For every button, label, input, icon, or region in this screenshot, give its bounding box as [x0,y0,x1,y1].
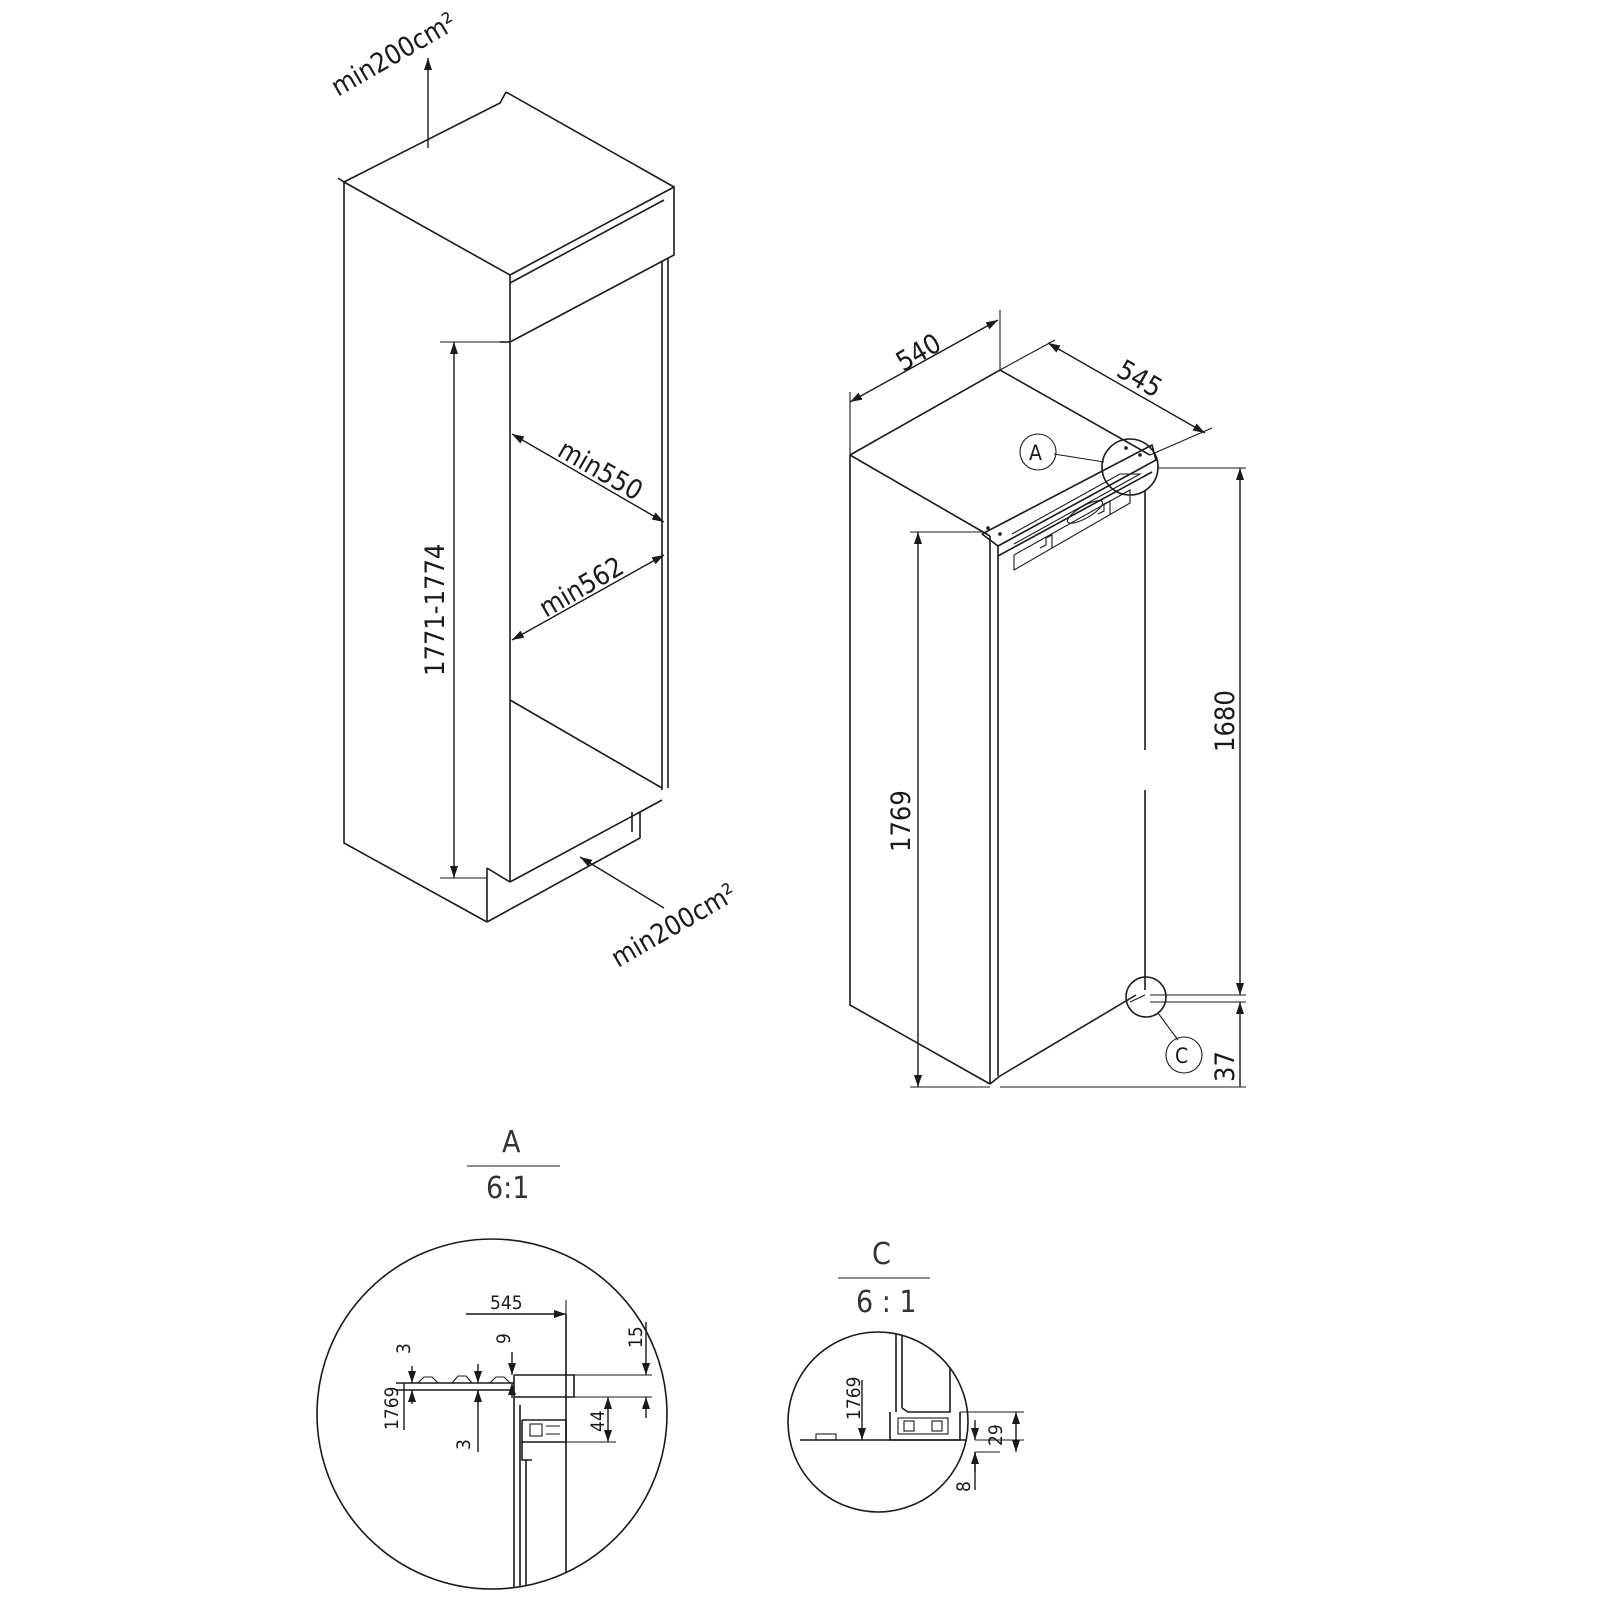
detail-a-dimensions [396,1300,652,1452]
detail-c-title: C [872,1237,891,1272]
detail-a-dim-3-bottom: 3 [453,1439,475,1450]
appliance-depth-dimension [999,339,1213,456]
detail-c-dim-1769: 1769 [843,1377,865,1421]
vent-top-label: min200cm² [326,7,462,103]
door-height-label: 1680 [1210,690,1241,752]
detail-c-dimensions [858,1380,1024,1490]
detail-a-dim-44: 44 [587,1410,609,1432]
detail-c-geometry [800,1332,968,1441]
niche-depth-dimension [511,433,665,523]
detail-a-dim-15: 15 [625,1326,647,1348]
appliance-body [849,369,1157,1085]
detail-a-geometry [396,1315,575,1589]
appliance-height-label: 1769 [886,790,917,852]
detail-a-circle [316,1238,668,1590]
detail-c-scale: 6 : 1 [856,1285,917,1320]
bottom-offset-label: 37 [1210,1051,1241,1082]
vent-bottom-arrow [579,856,665,909]
niche-width-dimension [511,554,665,641]
appliance-width-label: 540 [891,328,947,378]
niche-cabinet [337,91,675,923]
detail-c-circle [787,1331,969,1513]
appliance-width-dimension [849,310,1001,455]
callout-c-marker [1125,976,1203,1074]
detail-a-dim-9: 9 [493,1333,515,1344]
detail-a-title: A [502,1125,521,1160]
detail-c-dim-29: 29 [985,1424,1007,1446]
detail-a-dim-545: 545 [490,1292,523,1314]
niche-depth-label: min550 [553,434,648,507]
detail-c-dim-8: 8 [953,1481,975,1492]
detail-a-dim-1769: 1769 [381,1387,403,1431]
detail-a-scale: 6:1 [486,1171,529,1206]
niche-width-label: min562 [534,551,629,624]
niche-height-label: 1771-1774 [420,544,451,676]
callout-a-marker [1019,433,1159,496]
niche-height-dimension [440,341,510,879]
vent-bottom-label: min200cm² [606,878,742,974]
appliance-height-dimension [910,531,990,1088]
detail-a-dim-3-top: 3 [393,1343,415,1354]
appliance-depth-label: 545 [1112,354,1168,404]
callout-a-label: A [1029,441,1042,465]
callout-c-label: C [1175,1044,1188,1068]
